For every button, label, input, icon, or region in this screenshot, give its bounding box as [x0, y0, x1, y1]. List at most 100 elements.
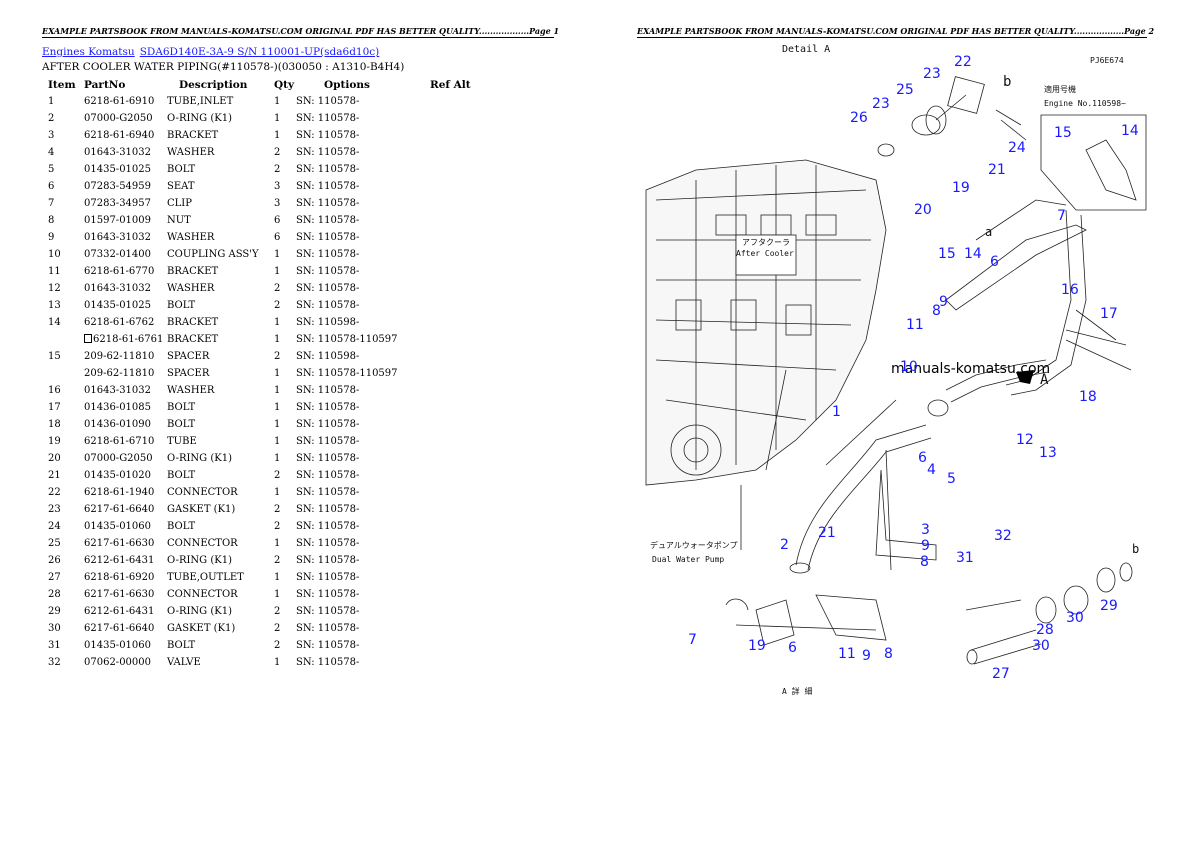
cell-qty: 2 [274, 351, 281, 362]
diagram-svg: Detail A PJ6E674 適用号機 Engine No.110598~ … [645, 44, 1147, 696]
detail-a-label: A 詳 細 [782, 686, 812, 696]
cell-ref-alt [430, 450, 490, 467]
cell-qty: 1 [274, 436, 281, 447]
cell-qty: 1 [274, 402, 281, 413]
cell-description: O-RING (K1) [167, 606, 232, 617]
cell-item: 10 [48, 249, 61, 260]
cell-item: 32 [48, 657, 61, 668]
cell-partno: 01436-01090 [84, 419, 152, 430]
cell-options: SN: 110578- [296, 283, 360, 294]
cell-partno: 07283-54959 [84, 181, 152, 192]
cell-description: GASKET (K1) [167, 623, 236, 634]
cell-ref-alt [430, 280, 490, 297]
callout-10: 10 [900, 359, 918, 375]
letter-b-top: b [1003, 74, 1011, 90]
cell-item: 7 [48, 198, 55, 209]
cell-partno: 6218-61-6770 [84, 266, 155, 277]
cell-qty: 2 [274, 640, 281, 651]
cell-options: SN: 110578- [296, 300, 360, 311]
cell-partno: 209-62-11810 [84, 351, 155, 362]
cell-qty: 3 [274, 181, 281, 192]
cell-description: GASKET (K1) [167, 504, 236, 515]
cell-description: CONNECTOR [167, 538, 238, 549]
cell-item: 29 [48, 606, 61, 617]
callout-3: 3 [921, 522, 930, 538]
cell-ref-alt [430, 212, 490, 229]
callout-6: 6 [788, 640, 797, 656]
cell-options: SN: 110578- [296, 589, 360, 600]
cell-ref-alt [430, 569, 490, 586]
cell-partno: 6218-61-6910 [84, 96, 155, 107]
after-cooler-label-jp: アフタクーラ [742, 238, 790, 247]
cell-item [42, 365, 84, 382]
cell-partno: 6218-61-6710 [84, 436, 155, 447]
cell-qty: 2 [274, 555, 281, 566]
cell-options: SN: 110578- [296, 487, 360, 498]
exploded-parts-diagram: Detail A PJ6E674 適用号機 Engine No.110598~ … [636, 40, 1156, 710]
breadcrumb-link-model[interactable]: SDA6D140E-3A-9 S/N 110001-UP(sda6d10c) [139, 46, 380, 58]
cell-partno: 01436-01085 [84, 402, 152, 413]
cell-qty: 1 [274, 419, 281, 430]
callout-12: 12 [1016, 432, 1034, 448]
cell-qty: 1 [274, 368, 281, 379]
cell-ref-alt [430, 195, 490, 212]
cell-ref-alt [430, 654, 490, 671]
cell-options: SN: 110578- [296, 436, 360, 447]
cell-partno: 6217-61-6640 [84, 504, 155, 515]
cell-item: 19 [48, 436, 61, 447]
cell-description: NUT [167, 215, 191, 226]
callout-21: 21 [988, 162, 1006, 178]
after-cooler-label: After Cooler [736, 249, 794, 258]
column-header-description: Description [179, 78, 248, 91]
cell-item: 5 [48, 164, 55, 175]
cell-ref-alt [430, 144, 490, 161]
cell-description: BOLT [167, 402, 196, 413]
cell-partno: 6217-61-6630 [84, 538, 155, 549]
callout-14: 14 [1121, 123, 1139, 139]
cell-ref-alt [430, 348, 490, 365]
serial-note: Engine No.110598~ [1044, 99, 1126, 108]
callout-17: 17 [1100, 306, 1118, 322]
table-header-row: Item PartNo Description Qty Options Ref … [42, 76, 490, 93]
cell-description: SEAT [167, 181, 195, 192]
cell-description: BOLT [167, 164, 196, 175]
callout-9: 9 [862, 648, 871, 664]
callout-6: 6 [990, 254, 999, 270]
cell-options: SN: 110578- [296, 130, 360, 141]
cell-partno: 01435-01025 [84, 300, 152, 311]
cell-item: 16 [48, 385, 61, 396]
cell-qty: 2 [274, 283, 281, 294]
cell-partno: 01435-01020 [84, 470, 152, 481]
pointer-arrow-icon [1016, 370, 1034, 384]
cell-description: CLIP [167, 198, 192, 209]
cell-partno: 6218-61-6762 [84, 317, 155, 328]
cell-partno: 07283-34957 [84, 198, 152, 209]
cell-qty: 2 [274, 521, 281, 532]
callout-1: 1 [832, 404, 841, 420]
cell-ref-alt [430, 620, 490, 637]
column-header-partno: PartNo [84, 78, 126, 91]
callout-18: 18 [1079, 389, 1097, 405]
column-header-ref-alt: Ref Alt [430, 78, 471, 91]
letter-a-small: a [985, 225, 992, 239]
cell-partno: 01435-01060 [84, 640, 152, 651]
callout-32: 32 [994, 528, 1012, 544]
cell-options: SN: 110578- [296, 385, 360, 396]
cell-qty: 2 [274, 623, 281, 634]
cell-options: SN: 110578- [296, 402, 360, 413]
callout-26: 26 [850, 110, 868, 126]
breadcrumb-link-engines[interactable]: Engines Komatsu [42, 46, 135, 58]
cell-options: SN: 110578- [296, 640, 360, 651]
